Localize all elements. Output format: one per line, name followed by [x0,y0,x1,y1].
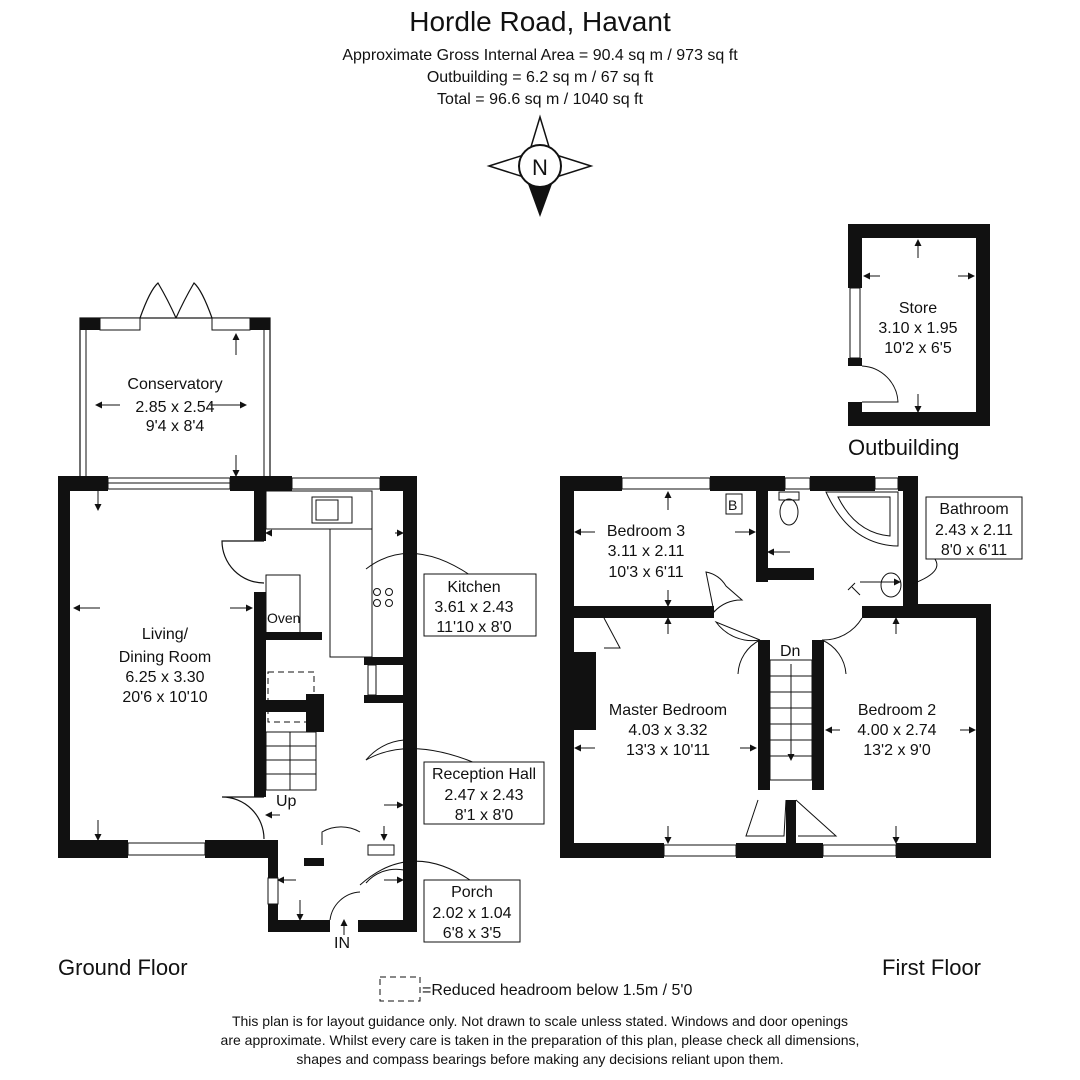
conservatory-metric: 2.85 x 2.54 [135,399,214,416]
hall-imperial: 8'1 x 8'0 [455,807,514,824]
disclaimer-line-3: shapes and compass bearings before makin… [296,1051,784,1067]
bathroom-metric: 2.43 x 2.11 [935,522,1013,539]
compass-rose: N [486,114,594,217]
conservatory-imperial: 9'4 x 8'4 [146,418,205,435]
kitchen-metric: 3.61 x 2.43 [434,599,513,616]
oven-label: Oven [267,610,300,626]
living-room-label: Living/ Dining Room 6.25 x 3.30 20'6 x 1… [119,626,211,706]
store-imperial: 10'2 x 6'5 [884,340,952,357]
porch-name: Porch [451,884,493,901]
hall-metric: 2.47 x 2.43 [444,787,523,804]
store-name: Store [899,300,937,317]
compass-north-letter: N [532,155,548,180]
master-bedroom-label: Master Bedroom 4.03 x 3.32 13'3 x 10'11 [609,702,727,759]
living-metric: 6.25 x 3.30 [125,669,204,686]
living-imperial: 20'6 x 10'10 [122,689,207,706]
porch-imperial: 6'8 x 3'5 [443,925,502,942]
total-area-line: Total = 96.6 sq m / 1040 sq ft [437,91,643,108]
ground-floor-caption: Ground Floor [58,955,188,980]
stairs-down-label: Dn [780,643,800,660]
disclaimer-line-2: are approximate. Whilst every care is ta… [220,1032,860,1048]
plan-title: Hordle Road, Havant [409,6,671,37]
living-name-2: Dining Room [119,649,211,666]
bedroom2-metric: 4.00 x 2.74 [857,722,936,739]
master-imperial: 13'3 x 10'11 [626,742,710,759]
store-label: Store 3.10 x 1.95 10'2 x 6'5 [878,300,957,357]
bedroom2-imperial: 13'2 x 9'0 [863,742,931,759]
bedroom-3-label: Bedroom 3 3.11 x 2.11 10'3 x 6'11 [607,523,685,581]
living-name-1: Living/ [142,626,189,643]
bathroom-name: Bathroom [939,501,1008,518]
porch-metric: 2.02 x 1.04 [432,905,511,922]
bedroom3-imperial: 10'3 x 6'11 [608,564,683,581]
bathroom-imperial: 8'0 x 6'11 [941,542,1007,559]
conservatory-label: Conservatory 2.85 x 2.54 9'4 x 8'4 [127,376,222,435]
bedroom-2-label: Bedroom 2 4.00 x 2.74 13'2 x 9'0 [857,702,936,759]
master-metric: 4.03 x 3.32 [628,722,707,739]
bedroom3-metric: 3.11 x 2.11 [608,543,685,560]
first-floor-caption: First Floor [882,955,981,980]
outbuilding-area-line: Outbuilding = 6.2 sq m / 67 sq ft [426,69,654,86]
master-name: Master Bedroom [609,702,727,719]
outbuilding-plan [848,224,990,426]
disclaimer-line-1: This plan is for layout guidance only. N… [231,1013,849,1029]
store-metric: 3.10 x 1.95 [878,320,957,337]
kitchen-name: Kitchen [447,579,500,596]
reduced-headroom-legend-swatch [379,976,421,1002]
bathroom-callout: Bathroom 2.43 x 2.11 8'0 x 6'11 [925,496,1023,560]
outbuilding-caption: Outbuilding [848,435,959,460]
entrance-label: IN [334,935,350,952]
ground-floor-plan: Oven Up IN [58,282,481,952]
reception-hall-callout: Reception Hall 2.47 x 2.43 8'1 x 8'0 [423,761,545,825]
bedroom2-name: Bedroom 2 [858,702,936,719]
reduced-headroom-legend-text: =Reduced headroom below 1.5m / 5'0 [422,982,692,999]
kitchen-callout: Kitchen 3.61 x 2.43 11'10 x 8'0 [423,573,537,637]
porch-callout: Porch 2.02 x 1.04 6'8 x 3'5 [423,879,521,943]
conservatory-name: Conservatory [127,376,222,393]
hall-name: Reception Hall [432,766,536,783]
stairs-up-label: Up [276,793,297,810]
kitchen-imperial: 11'10 x 8'0 [436,619,511,636]
boiler-label: B [728,497,737,513]
first-floor-plan: Dn B [560,476,991,858]
bedroom3-name: Bedroom 3 [607,523,685,540]
gross-area-line: Approximate Gross Internal Area = 90.4 s… [342,47,738,64]
